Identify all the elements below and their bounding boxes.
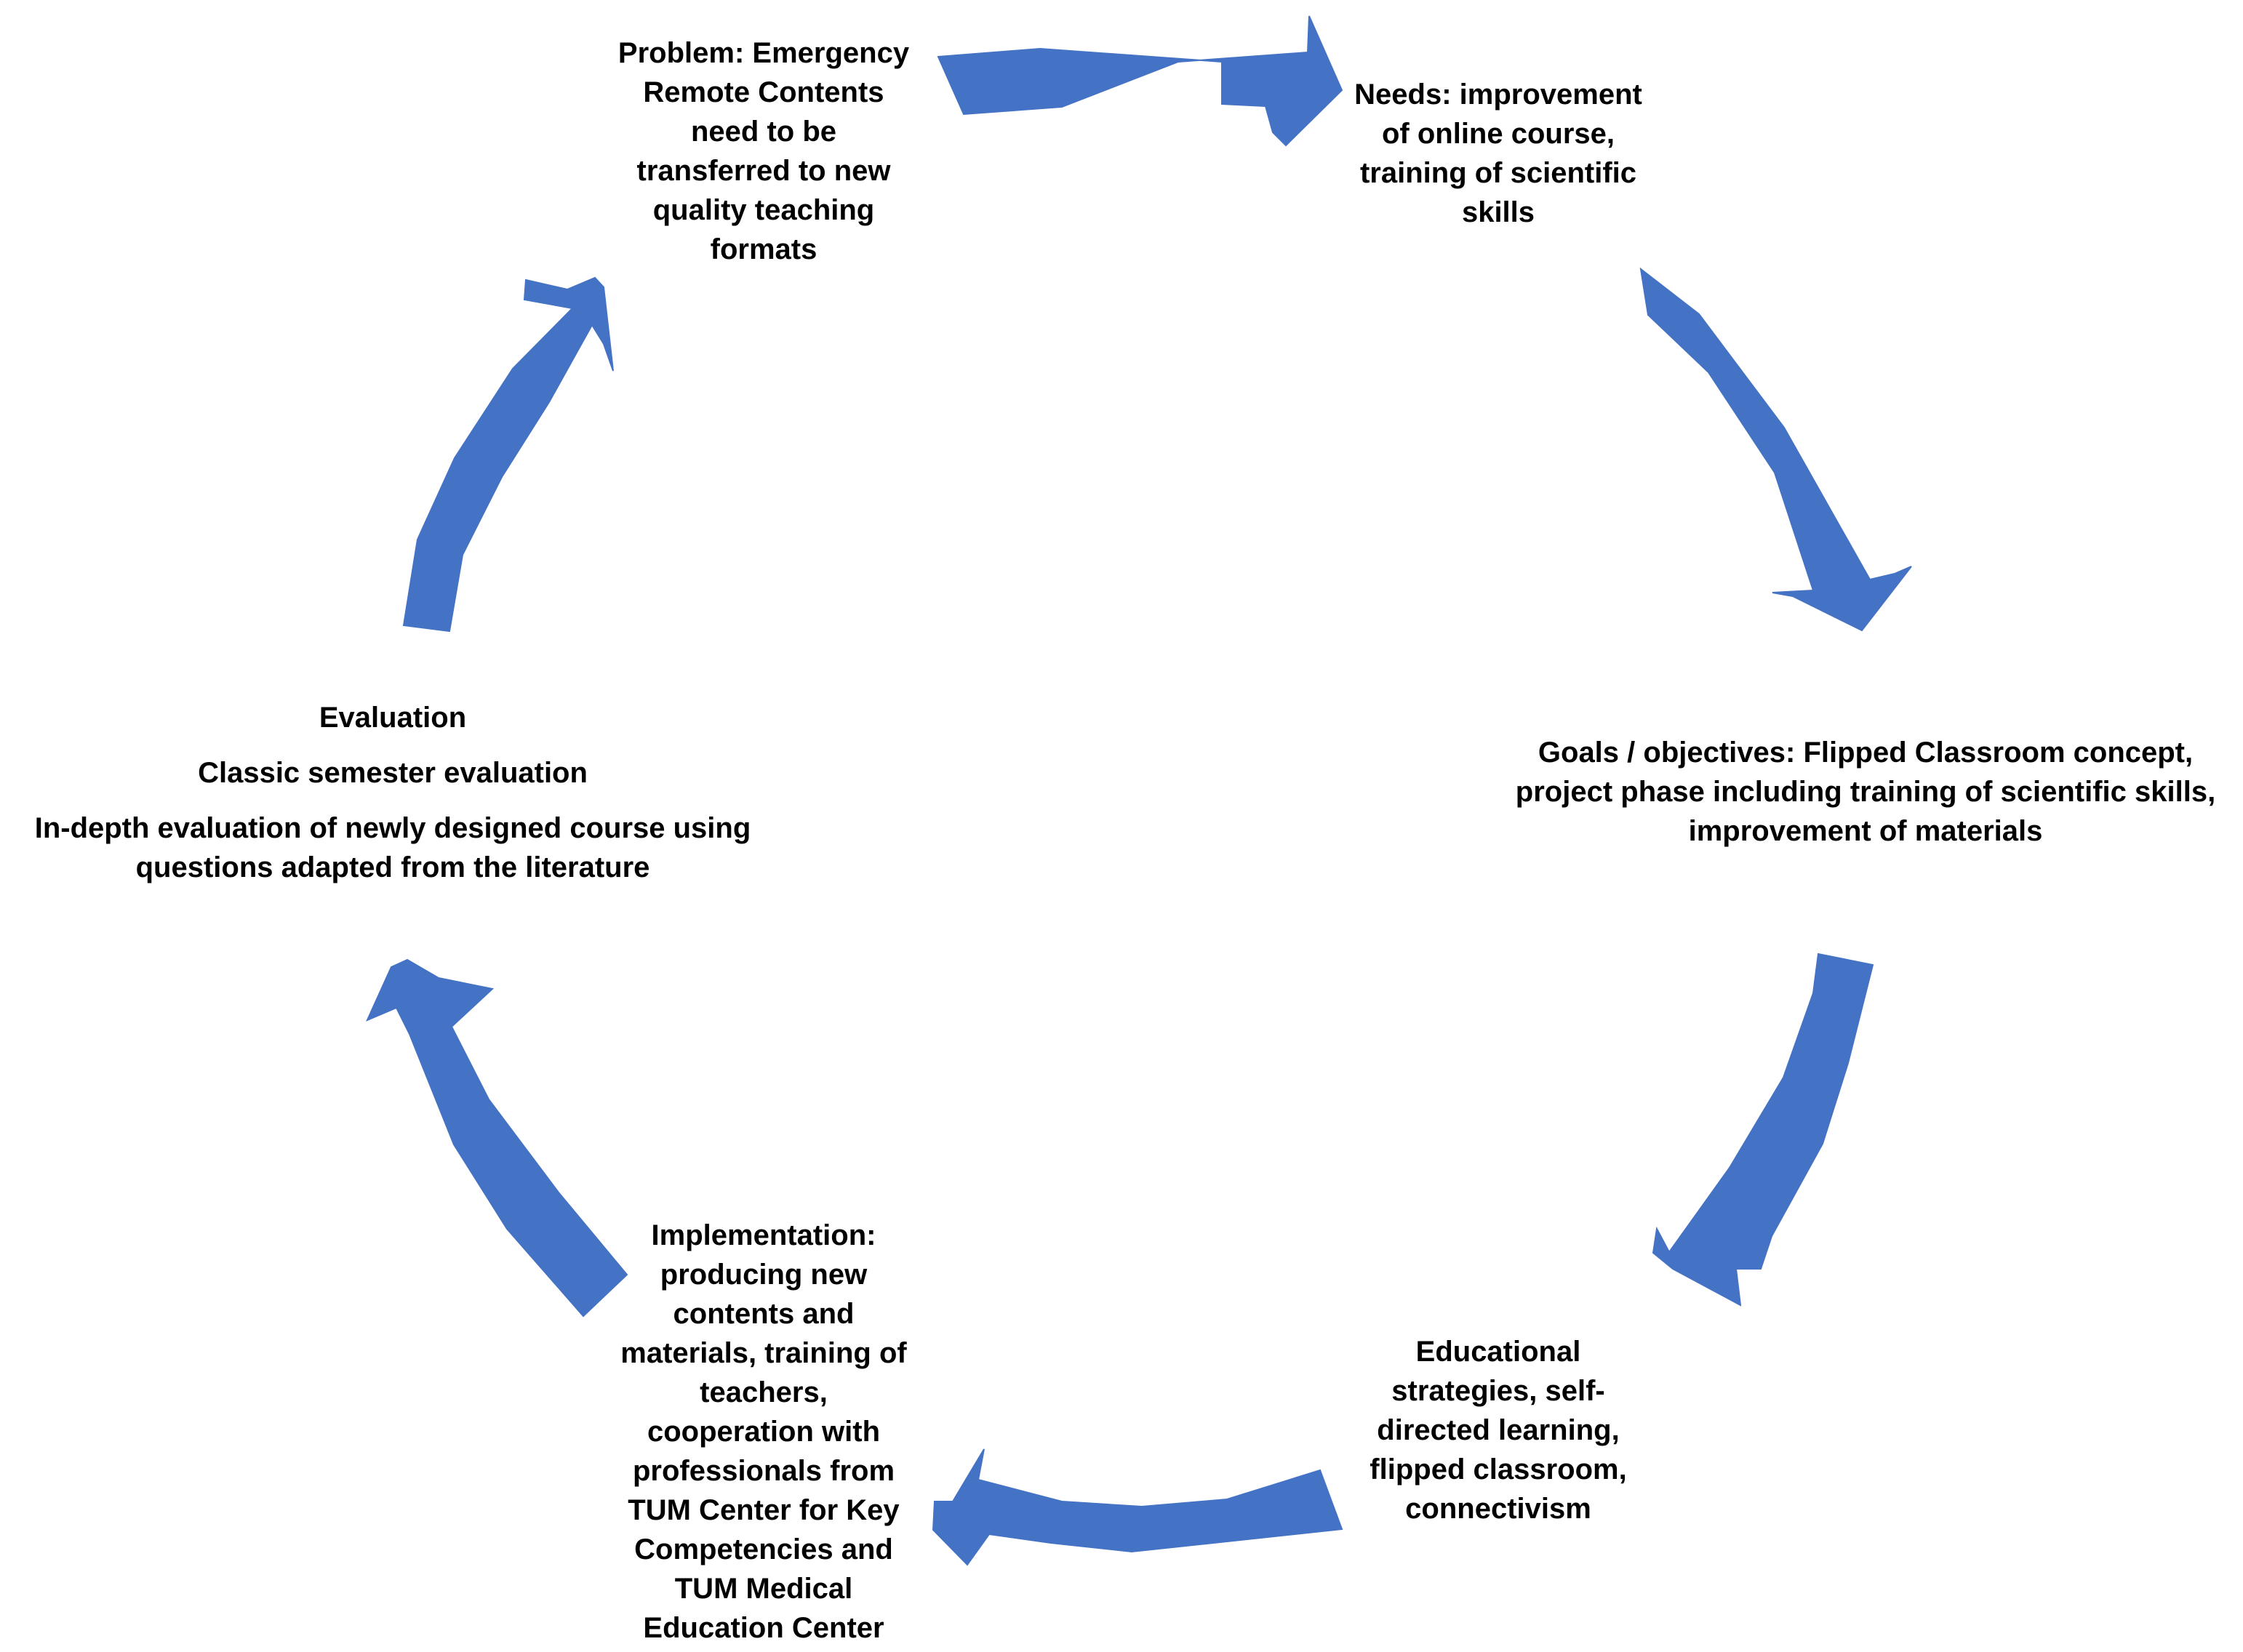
node-needs-line: of online course, [1381, 118, 1615, 150]
node-strategies-line: directed learning, [1377, 1414, 1620, 1446]
node-goals-line: project phase including training of scie… [1515, 776, 2216, 808]
node-needs-line: skills [1461, 196, 1535, 228]
node-problem-line: quality teaching [652, 194, 875, 226]
node-strategies-line: Educational [1415, 1336, 1581, 1368]
node-problem-line: formats [710, 233, 817, 265]
node-evaluation-detail-line: questions adapted from the literature [135, 851, 650, 883]
node-needs: Needs: improvement of online course, tra… [1309, 75, 1687, 232]
node-implementation-line: professionals from [632, 1455, 895, 1487]
arrow-needs-to-goals [1639, 267, 1912, 632]
node-goals: Goals / objectives: Flipped Classroom co… [1491, 733, 2240, 851]
node-implementation-line: teachers, [700, 1376, 828, 1408]
node-evaluation: Evaluation Classic semester evaluation I… [0, 698, 785, 887]
arrow-strategies-to-implementation [932, 1448, 1343, 1566]
arrow-problem-to-needs [937, 15, 1343, 147]
node-evaluation-detail-line: In-depth evaluation of newly designed co… [34, 812, 751, 844]
node-implementation-line: materials, training of [620, 1337, 907, 1369]
node-implementation-line: Implementation: [651, 1219, 876, 1251]
node-strategies-line: connectivism [1405, 1493, 1591, 1525]
node-problem-line: Remote Contents [643, 76, 884, 108]
node-goals-line: improvement of materials [1688, 815, 2043, 847]
node-implementation-line: cooperation with [647, 1416, 880, 1448]
node-implementation-line: Competencies and [634, 1533, 893, 1565]
node-problem-line: need to be [690, 116, 837, 148]
node-implementation-line: contents and [673, 1298, 855, 1330]
node-implementation-line: Education Center [643, 1612, 884, 1644]
node-needs-line: training of scientific [1359, 157, 1637, 189]
node-implementation-line: TUM Medical [674, 1573, 853, 1605]
node-strategies-line: flipped classroom, [1370, 1453, 1627, 1485]
arrow-evaluation-to-problem [402, 276, 614, 633]
node-strategies: Educational strategies, self- directed l… [1309, 1332, 1687, 1528]
arrow-goals-to-strategies [1652, 953, 1874, 1307]
node-problem: Problem: Emergency Remote Contents need … [567, 33, 960, 269]
node-evaluation-title: Evaluation [319, 702, 467, 734]
node-strategies-line: strategies, self- [1391, 1375, 1605, 1407]
node-evaluation-subtitle: Classic semester evaluation [198, 757, 588, 789]
node-problem-line: transferred to new [636, 155, 891, 187]
node-goals-line: Goals / objectives: Flipped Classroom co… [1538, 737, 2194, 769]
node-needs-line: Needs: improvement [1354, 79, 1642, 111]
node-implementation-line: producing new [660, 1259, 868, 1291]
arrow-implementation-to-evaluation [366, 958, 628, 1318]
node-implementation: Implementation: producing new contents a… [567, 1216, 960, 1648]
node-problem-line: Problem: Emergency [617, 37, 910, 69]
node-implementation-line: TUM Center for Key [628, 1494, 900, 1526]
